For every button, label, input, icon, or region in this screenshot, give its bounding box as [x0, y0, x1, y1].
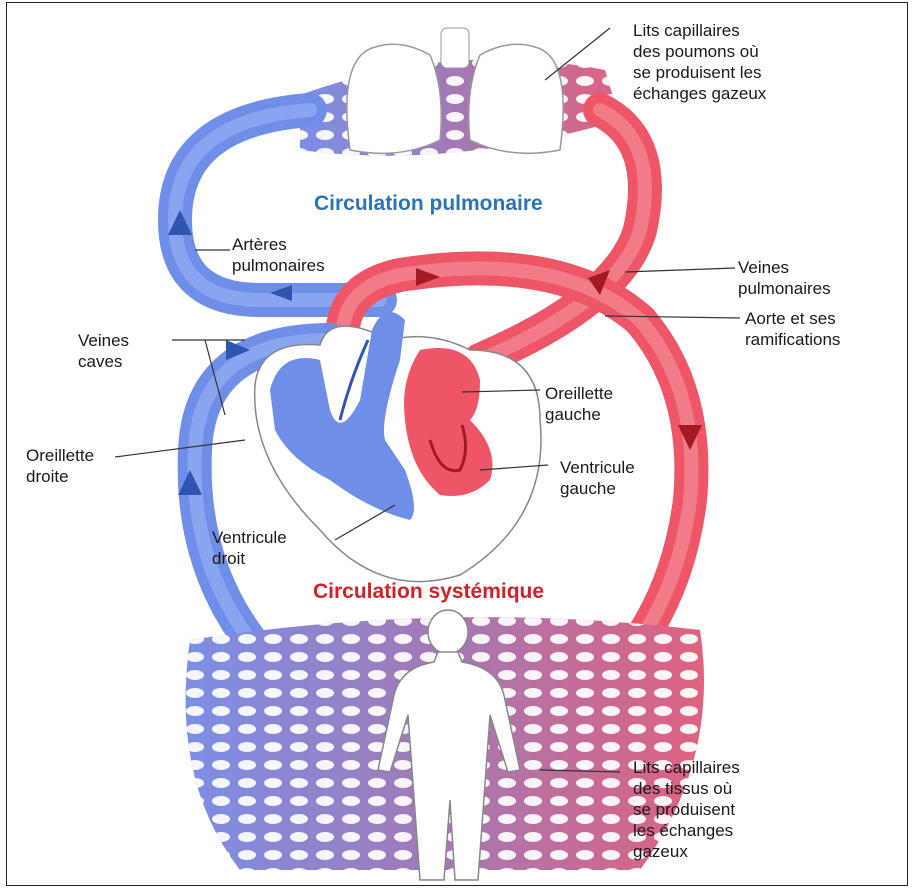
label-aorta: Aorte et ses ramifications [745, 308, 840, 350]
label-tissue-capillaries: Lits capillaires des tissus où se produi… [633, 757, 740, 862]
label-pulmonary-veins: Veines pulmonaires [738, 257, 831, 299]
label-left-atrium: Oreillette gauche [545, 383, 613, 425]
label-right-ventricle: Ventricule droit [212, 527, 287, 569]
pulmonary-circulation-title: Circulation pulmonaire [314, 192, 543, 216]
label-pulmonary-arteries: Artères pulmonaires [232, 234, 325, 276]
systemic-circulation-title: Circulation systémique [313, 580, 544, 604]
label-left-ventricle: Ventricule gauche [560, 457, 635, 499]
label-lung-capillaries: Lits capillaires des poumons où se produ… [633, 20, 766, 104]
leader-pulmonary-veins [625, 268, 735, 272]
label-venae-cavae: Veines caves [78, 330, 129, 372]
label-right-atrium: Oreillette droite [26, 445, 94, 487]
